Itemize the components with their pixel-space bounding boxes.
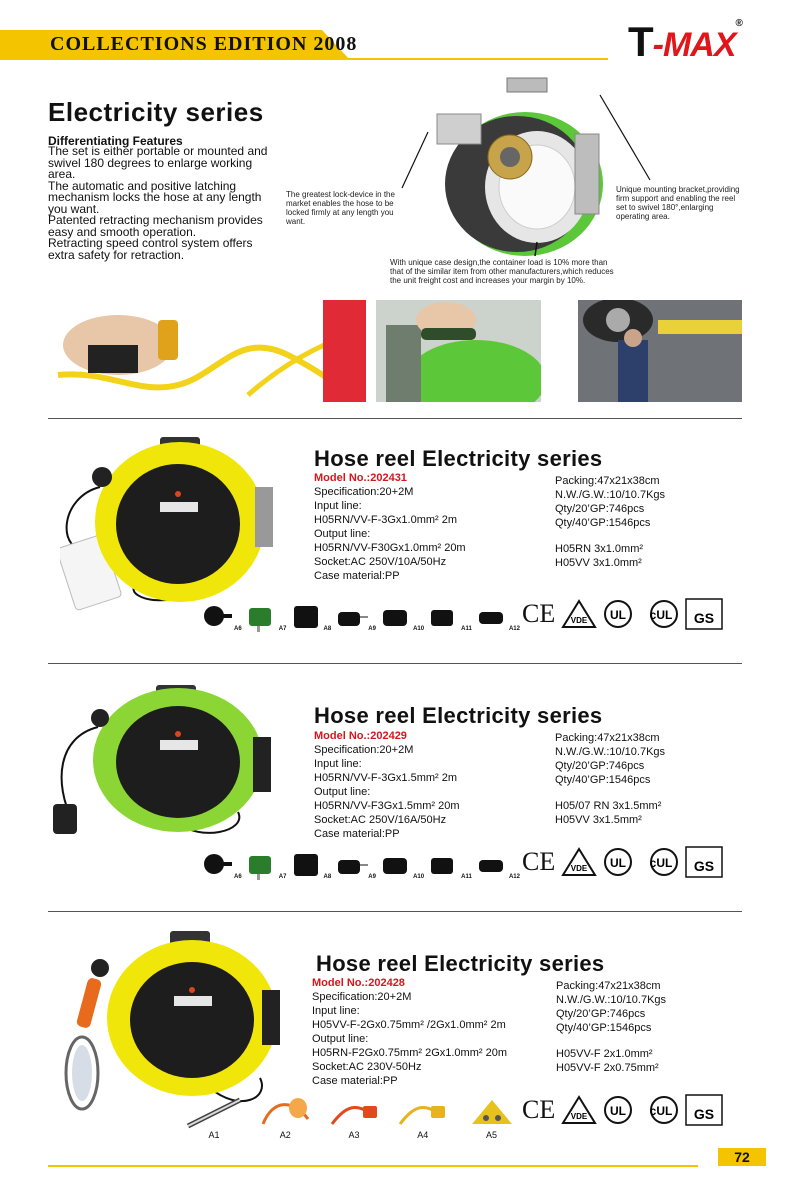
product-image-202428 bbox=[64, 931, 280, 1111]
vde-mark-icon: VDE bbox=[561, 599, 598, 628]
product-packing-202429: Packing:47x21x38cm N.W./G.W.:10/10.7Kgs … bbox=[555, 732, 666, 826]
plug-icon: A6 bbox=[200, 602, 242, 632]
plug-icon: A7 bbox=[245, 602, 286, 632]
plug-icon: A8 bbox=[290, 602, 331, 632]
banner-text: COLLECTIONS EDITION 2008 bbox=[50, 33, 358, 55]
photo-hose-in-hand bbox=[48, 300, 366, 402]
product-spec-202429: Model No.:202429 Specification:20+2M Inp… bbox=[314, 730, 460, 840]
photo-reel-bracket bbox=[376, 300, 541, 402]
cul-mark-icon: cUL bbox=[650, 600, 679, 628]
svg-text:VDE: VDE bbox=[571, 616, 588, 625]
svg-text:UL: UL bbox=[610, 608, 626, 622]
callout-lock-text: The greatest lock-device in the market e… bbox=[286, 190, 395, 226]
callout-case-text: With unique case design,the container lo… bbox=[390, 258, 614, 285]
plug-icon: A6 bbox=[200, 850, 242, 880]
svg-text:VDE: VDE bbox=[571, 1112, 588, 1121]
svg-text:UL: UL bbox=[610, 856, 626, 870]
features-title: Differentiating Features bbox=[48, 134, 183, 148]
callout-pointer bbox=[401, 131, 429, 189]
vde-mark-icon: VDE bbox=[561, 1095, 598, 1124]
plug-options-202431: A6 A7 A8 A9 A10 A11 A12 bbox=[200, 592, 520, 632]
reel-cutaway-illustration bbox=[436, 77, 603, 257]
cul-mark-icon: cUL bbox=[650, 848, 679, 876]
ul-mark-icon: UL bbox=[604, 600, 633, 628]
callout-bracket-text: Unique mounting bracket,providing firm s… bbox=[616, 185, 740, 221]
certification-marks: CE VDE UL cUL GS bbox=[522, 1094, 723, 1126]
plug-icon: A11 bbox=[427, 850, 472, 880]
product-packing-202431: Packing:47x21x38cm N.W./G.W.:10/10.7Kgs … bbox=[555, 475, 666, 569]
accessory-icon: A3 bbox=[327, 1094, 382, 1140]
plug-icon: A12 bbox=[475, 850, 520, 880]
feature-item: Retracting speed control system offers e… bbox=[48, 236, 253, 262]
ce-mark-icon: CE bbox=[522, 847, 556, 876]
page-title: Electricity series bbox=[48, 97, 264, 127]
ul-mark-icon: UL bbox=[604, 1096, 633, 1124]
gs-mark-icon: GS bbox=[685, 846, 723, 878]
accessory-icon: A1 bbox=[184, 1094, 244, 1140]
vde-mark-icon: VDE bbox=[561, 847, 598, 876]
plug-icon: A9 bbox=[334, 602, 376, 632]
svg-text:GS: GS bbox=[694, 858, 714, 874]
page-number: 72 bbox=[718, 1148, 766, 1166]
accessory-icon: A5 bbox=[464, 1094, 519, 1140]
product-title: Hose reel Electricity series bbox=[314, 446, 603, 471]
feature-item: The automatic and positive latching mech… bbox=[48, 178, 262, 216]
gs-mark-icon: GS bbox=[685, 1094, 723, 1126]
svg-text:GS: GS bbox=[694, 610, 714, 626]
plug-icon: A12 bbox=[475, 602, 520, 632]
product-image-202429 bbox=[53, 685, 271, 834]
ce-mark-icon: CE bbox=[522, 599, 556, 628]
features-list: The set is either portable or mounted an… bbox=[48, 144, 280, 262]
footer-rule bbox=[48, 1165, 698, 1167]
certification-marks: CE VDE UL cUL GS bbox=[522, 598, 723, 630]
brand-logo: T-MAX® bbox=[628, 18, 743, 65]
svg-text:VDE: VDE bbox=[571, 864, 588, 873]
plug-options-202429: A6 A7 A8 A9 A10 A11 A12 bbox=[200, 840, 520, 880]
svg-text:cUL: cUL bbox=[650, 608, 673, 622]
product-title: Hose reel Electricity series bbox=[316, 951, 605, 976]
plug-icon: A9 bbox=[334, 850, 376, 880]
ce-mark-icon: CE bbox=[522, 1095, 556, 1124]
product-spec-202431: Model No.:202431 Specification:20+2M Inp… bbox=[314, 472, 466, 582]
section-divider bbox=[48, 911, 742, 912]
plug-options-202428: A1 A2 A3 A4 A5 bbox=[184, 1088, 519, 1140]
product-title: Hose reel Electricity series bbox=[314, 703, 603, 728]
product-spec-202428: Model No.:202428 Specification:20+2M Inp… bbox=[312, 977, 507, 1087]
header-banner bbox=[0, 30, 350, 60]
gs-mark-icon: GS bbox=[685, 598, 723, 630]
plug-icon: A8 bbox=[290, 850, 331, 880]
plug-icon: A7 bbox=[245, 850, 286, 880]
plug-icon: A10 bbox=[379, 602, 424, 632]
header-rule bbox=[48, 58, 608, 60]
accessory-icon: A2 bbox=[258, 1094, 313, 1140]
product-image-202431 bbox=[60, 437, 273, 611]
svg-text:GS: GS bbox=[694, 1106, 714, 1122]
cul-mark-icon: cUL bbox=[650, 1096, 679, 1124]
callout-pointer bbox=[599, 94, 651, 181]
section-divider bbox=[48, 418, 742, 419]
feature-item: Patented retracting mechanism provides e… bbox=[48, 213, 263, 239]
feature-item: The set is either portable or mounted an… bbox=[48, 144, 268, 181]
plug-icon: A11 bbox=[427, 602, 472, 632]
svg-text:cUL: cUL bbox=[650, 1104, 673, 1118]
svg-text:UL: UL bbox=[610, 1104, 626, 1118]
ul-mark-icon: UL bbox=[604, 848, 633, 876]
accessory-icon: A4 bbox=[395, 1094, 450, 1140]
photo-garage-use bbox=[578, 300, 742, 402]
section-divider bbox=[48, 663, 742, 664]
svg-text:cUL: cUL bbox=[650, 856, 673, 870]
plug-icon: A10 bbox=[379, 850, 424, 880]
certification-marks: CE VDE UL cUL GS bbox=[522, 846, 723, 878]
product-packing-202428: Packing:47x21x38cm N.W./G.W.:10/10.7Kgs … bbox=[556, 980, 667, 1074]
